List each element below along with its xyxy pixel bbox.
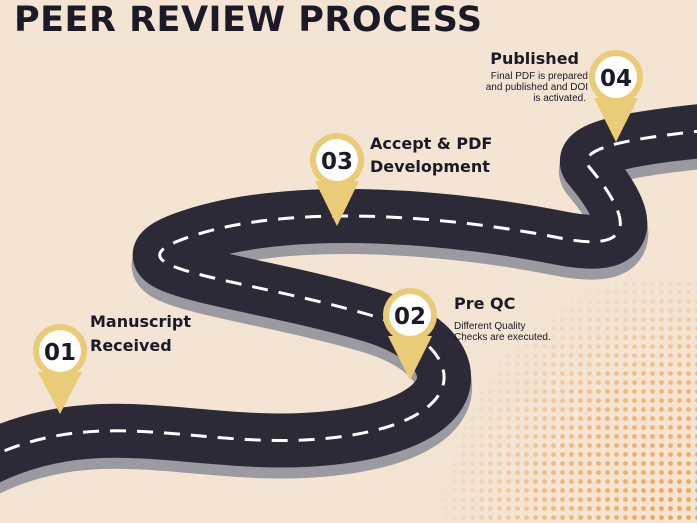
step-number: 03 bbox=[321, 149, 353, 175]
location-pin-icon: 03 bbox=[310, 133, 364, 226]
step-title-line2: Development bbox=[370, 157, 490, 176]
step-description-line1: Different Quality bbox=[454, 321, 526, 332]
step-description-line2: Checks are executed. bbox=[454, 332, 551, 343]
step-title: Published bbox=[490, 49, 579, 68]
step-number: 01 bbox=[44, 340, 76, 366]
location-pin-icon: 04 bbox=[589, 50, 643, 142]
step-number: 04 bbox=[600, 66, 632, 92]
location-pin-icon: 02 bbox=[383, 288, 437, 380]
step-title-line2: Received bbox=[90, 336, 172, 355]
road-center-line bbox=[0, 129, 697, 455]
step-title: Pre QC bbox=[454, 294, 516, 313]
step-description-line3: is activated. bbox=[533, 93, 586, 104]
step-title-line1: Accept & PDF bbox=[370, 134, 493, 153]
step-title-line1: Manuscript bbox=[90, 312, 191, 331]
step-number: 02 bbox=[394, 304, 426, 330]
step-description-line1: Final PDF is prepared bbox=[490, 71, 588, 82]
page-title: PEER REVIEW PROCESS bbox=[14, 0, 483, 40]
step-description-line2: and published and DOI bbox=[485, 82, 588, 93]
location-pin-icon: 01 bbox=[33, 324, 87, 414]
